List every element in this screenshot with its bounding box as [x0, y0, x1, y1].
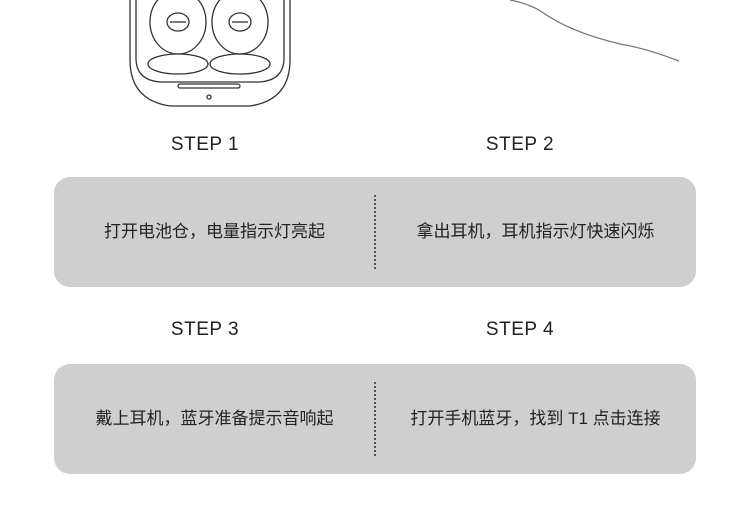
step-2-label: STEP 2: [485, 134, 555, 155]
step-2-text: 拿出耳机，耳机指示灯快速闪烁: [416, 222, 655, 241]
step-3-text: 戴上耳机，蓝牙准备提示音响起: [95, 409, 334, 428]
dotted-divider: [374, 382, 376, 456]
step-4-label: STEP 4: [485, 319, 555, 340]
left-earbud-icon: [147, 0, 209, 75]
earbuds-case-illustration: [129, 0, 291, 107]
right-earbud-icon: [209, 0, 271, 75]
dotted-divider: [374, 195, 376, 269]
step-1-text: 打开电池仓，电量指示灯亮起: [104, 222, 325, 241]
steps-1-2-panel: 打开电池仓，电量指示灯亮起 拿出耳机，耳机指示灯快速闪烁: [54, 177, 696, 287]
steps-3-4-panel: 戴上耳机，蓝牙准备提示音响起 打开手机蓝牙，找到 T1 点击连接: [54, 364, 696, 474]
cable-line-illustration: [509, 0, 680, 62]
step-3-label: STEP 3: [170, 319, 240, 340]
step-1-label: STEP 1: [170, 134, 240, 155]
step-4-text: 打开手机蓝牙，找到 T1 点击连接: [410, 409, 661, 428]
